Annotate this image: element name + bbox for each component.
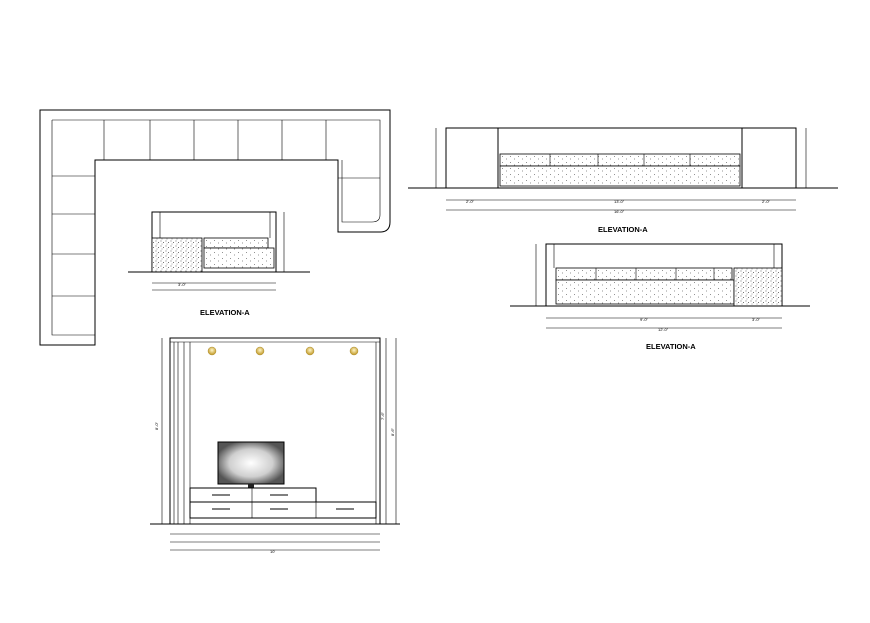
pendant-light-3 — [305, 346, 315, 356]
dim-long-mid: 13'-0" — [614, 199, 625, 204]
pendant-light-4 — [349, 346, 359, 356]
dim-tv-height2: 7'-6" — [380, 411, 385, 420]
sofa-plan-view — [39, 109, 391, 346]
dim-tv-height: 8'-0" — [154, 421, 159, 430]
dim-long-total: 16'-0" — [614, 209, 625, 214]
dim-long-right: 2'-0" — [762, 199, 771, 204]
sofa-elevation-long: 2'-0" 13'-0" 2'-0" 16'-0" ELEVATION-A — [408, 127, 838, 234]
plan-top-cushions — [103, 120, 380, 179]
sofa-elevation-small: 3'-0" ELEVATION-A — [128, 211, 310, 317]
dim-long-left: 2'-0" — [466, 199, 475, 204]
plan-left-cushions — [52, 175, 95, 297]
label-elevation-long: ELEVATION-A — [598, 225, 648, 234]
tv-unit-top — [189, 487, 317, 503]
tv-wall-elevation: 8'-0" 7'-6" 8'-6" 10' — [150, 337, 400, 554]
sofa-elevation-right: 9'-0" 3'-0" 12'-0" ELEVATION-A — [510, 243, 810, 351]
pendant-light-2 — [255, 346, 265, 356]
dim-tv-width: 10' — [270, 549, 275, 554]
pendant-light-1 — [207, 346, 217, 356]
dim-right-w1: 9'-0" — [640, 317, 649, 322]
label-elevation-small: ELEVATION-A — [200, 308, 250, 317]
label-elevation-right: ELEVATION-A — [646, 342, 696, 351]
tv-unit-base — [189, 501, 377, 519]
dim-right-total: 12'-0" — [658, 327, 669, 332]
tv-screen — [217, 441, 285, 485]
dim-tv-height3: 8'-6" — [390, 427, 395, 436]
dim-right-w2: 3'-0" — [752, 317, 761, 322]
dim-small-width: 3'-0" — [178, 282, 187, 287]
tv-stand — [248, 484, 254, 488]
